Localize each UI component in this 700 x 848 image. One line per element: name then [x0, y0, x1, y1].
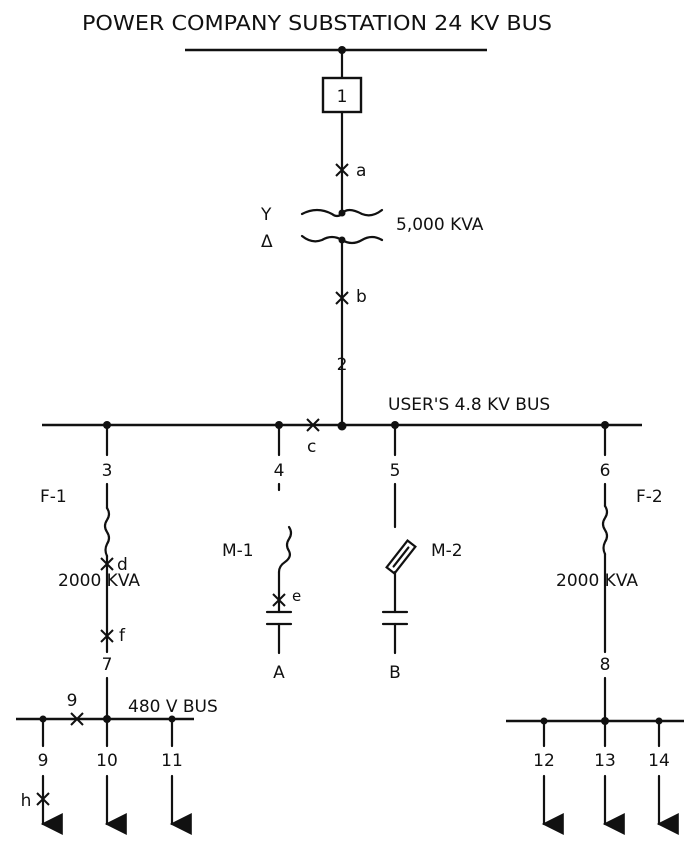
fault-label-c: c — [307, 437, 316, 457]
node-number-13: 13 — [594, 751, 616, 771]
feeder-f1-label: F-1 — [40, 487, 67, 507]
fault-point-a — [335, 163, 349, 177]
node-number-12: 12 — [533, 751, 555, 771]
bus-node-main — [337, 421, 347, 431]
node-number-4: 4 — [274, 461, 285, 481]
transformer-secondary-connection: Δ — [261, 232, 273, 252]
fault-point-c — [306, 418, 320, 432]
feeder-f2-fuse — [601, 504, 609, 556]
feeder-f1-rating: 2000 KVA — [58, 571, 140, 591]
node-number-7: 7 — [102, 655, 113, 675]
motor-m1-label: M-1 — [222, 541, 254, 561]
fault-label-g: 9 — [67, 691, 78, 711]
node-number-11: 11 — [161, 751, 183, 771]
fault-point-g — [70, 712, 84, 726]
feeder-f2-label: F-2 — [636, 487, 663, 507]
motor-m2-breaker — [385, 538, 417, 576]
motor-m2-label: M-2 — [431, 541, 463, 561]
node-number-10: 10 — [96, 751, 118, 771]
fault-label-e: e — [292, 587, 301, 605]
node-number-9: 9 — [38, 751, 49, 771]
fault-label-d: d — [117, 555, 128, 575]
fault-point-d — [100, 557, 114, 571]
device-box-1 — [321, 76, 363, 114]
motor-m2-contact — [381, 610, 409, 626]
fault-label-f: f — [119, 626, 126, 646]
fault-label-b: b — [356, 287, 367, 307]
node-number-6: 6 — [600, 461, 611, 481]
low-bus-label: 480 V BUS — [128, 697, 218, 717]
node-number-5: 5 — [390, 461, 401, 481]
feeder-f1-fuse — [103, 506, 111, 558]
motor-m1-contact — [265, 610, 293, 626]
node-number-8: 8 — [600, 655, 611, 675]
feeder-f2-rating: 2000 KVA — [556, 571, 638, 591]
transformer-primary-node — [338, 209, 346, 217]
user-bus-label: USER'S 4.8 KV BUS — [388, 395, 550, 415]
device-box-label: 1 — [337, 87, 348, 107]
motor-m2-load-label: B — [389, 663, 401, 683]
fault-point-e — [272, 593, 286, 607]
node-number-14: 14 — [648, 751, 670, 771]
transformer-primary-connection: Y — [260, 205, 272, 225]
fault-point-h — [36, 792, 50, 806]
node-number-2: 2 — [337, 355, 348, 375]
diagram-title: POWER COMPANY SUBSTATION 24 KV BUS — [82, 11, 552, 35]
transformer-rating: 5,000 KVA — [396, 215, 484, 235]
fault-point-f — [100, 629, 114, 643]
node-number-3: 3 — [102, 461, 113, 481]
motor-m1-load-label: A — [273, 663, 285, 683]
fault-point-b — [335, 291, 349, 305]
fault-label-a: a — [356, 161, 366, 181]
fault-label-h: h — [21, 791, 32, 811]
motor-m1-fuse — [277, 525, 293, 574]
